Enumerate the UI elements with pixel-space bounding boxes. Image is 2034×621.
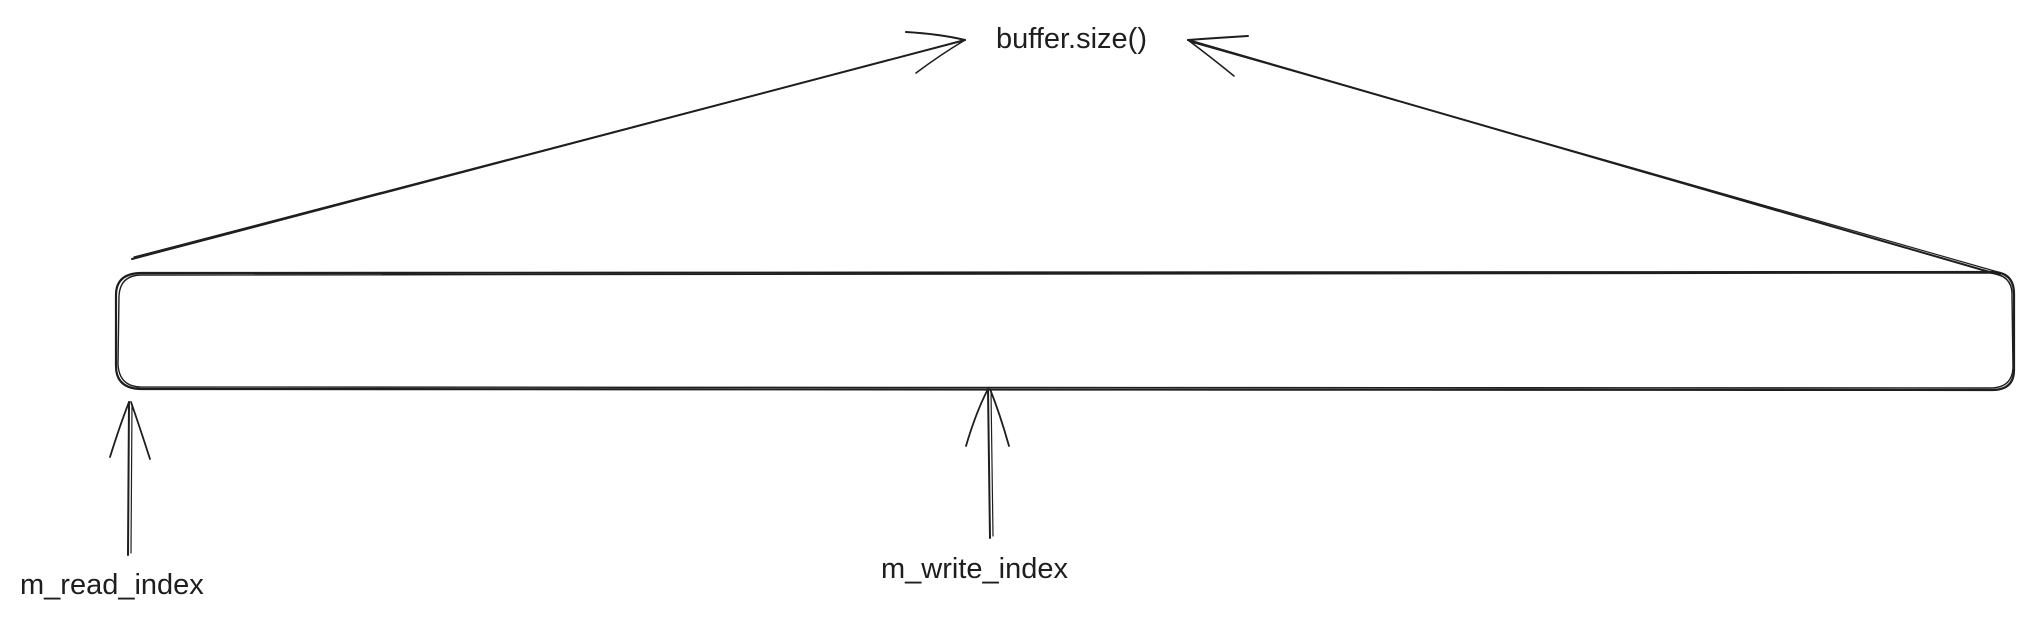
right-size-arrow — [1187, 35, 2001, 276]
left-size-arrow — [131, 31, 966, 260]
buffer-size-label: buffer.size() — [996, 23, 1147, 55]
buffer-rectangle — [114, 270, 2016, 392]
write-index-arrow — [965, 388, 1010, 539]
write-index-label: m_write_index — [881, 553, 1068, 585]
read-index-label: m_read_index — [20, 569, 204, 601]
read-index-arrow — [109, 401, 151, 556]
